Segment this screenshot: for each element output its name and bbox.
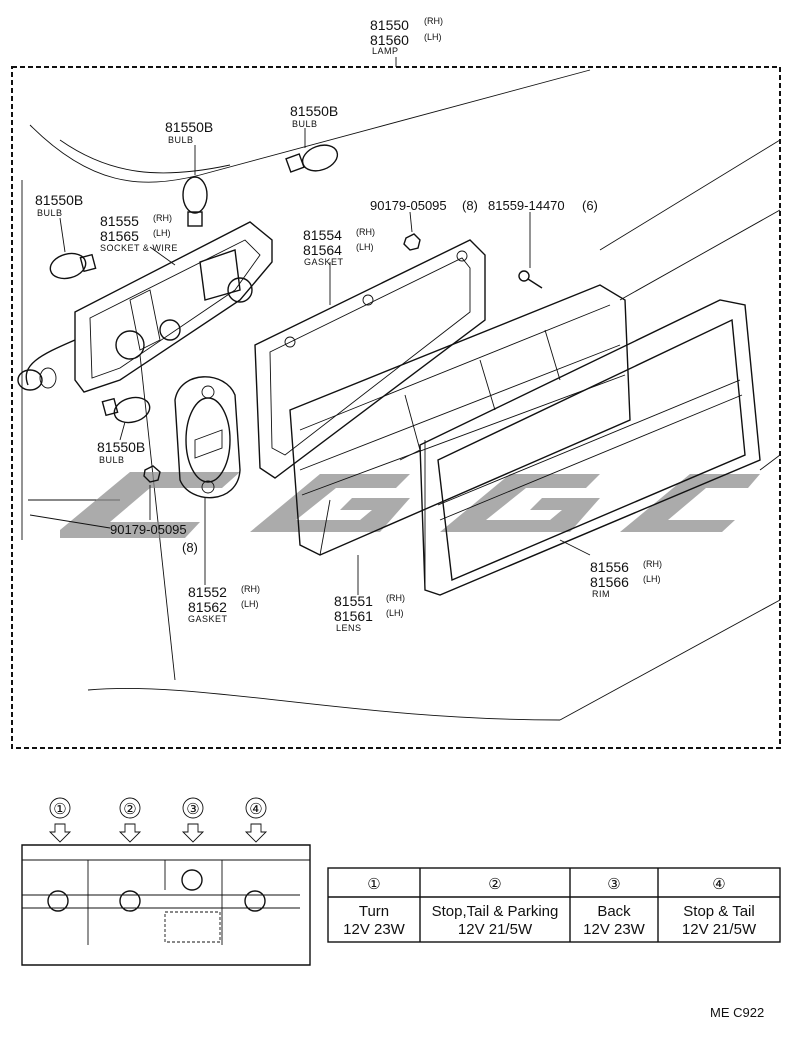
rim-rh-number: 81556 bbox=[590, 559, 629, 575]
lens-rh-suffix: (RH) bbox=[386, 593, 405, 603]
socket-position-4 bbox=[244, 890, 266, 912]
nut-top-shape bbox=[403, 233, 421, 251]
gasket-small-caption: GASKET bbox=[188, 614, 228, 624]
gasket-small-lh-number: 81562 bbox=[188, 599, 227, 615]
gasket-rear-rh-number: 81554 bbox=[303, 227, 342, 243]
socket-and-wire-assembly bbox=[17, 221, 273, 393]
position-marker-1: ① bbox=[48, 797, 72, 843]
bulb-left-caption: BULB bbox=[37, 208, 63, 218]
socket-lh-suffix: (LH) bbox=[153, 228, 171, 238]
leader-lines bbox=[29, 128, 591, 595]
rim-rh-suffix: (RH) bbox=[643, 559, 662, 569]
nut-top-qty: (8) bbox=[462, 198, 478, 213]
rim-caption: RIM bbox=[592, 589, 610, 599]
lens-caption: LENS bbox=[336, 623, 362, 633]
rim-lh-number: 81566 bbox=[590, 574, 629, 590]
table-spec-4: 12V 21/5W bbox=[682, 921, 757, 938]
gasket-rear-rh-suffix: (RH) bbox=[356, 227, 375, 237]
position-marker-2: ② bbox=[118, 797, 142, 843]
socket-rh-number: 81555 bbox=[100, 213, 139, 229]
body-panel-outline bbox=[21, 69, 781, 721]
bulb-lower-number: 81550B bbox=[97, 439, 145, 455]
bulb-left-shape bbox=[49, 252, 97, 280]
lamp-rh-number: 81550 bbox=[370, 17, 409, 33]
gasket-rear-caption: GASKET bbox=[304, 257, 344, 267]
gasket-small-rh-suffix: (RH) bbox=[241, 584, 260, 594]
screw-shape bbox=[518, 270, 543, 289]
lamp-caption: LAMP bbox=[372, 46, 399, 56]
bulb-top-right-number: 81550B bbox=[290, 103, 338, 119]
bulb-position-sketch bbox=[21, 844, 311, 966]
table-function-4: Stop & Tail bbox=[683, 903, 754, 920]
lamp-lh-number: 81560 bbox=[370, 32, 409, 48]
rim-shape bbox=[419, 299, 761, 596]
lamp-lh-suffix: (LH) bbox=[424, 32, 442, 42]
table-header-4: ④ bbox=[712, 876, 725, 893]
lens-shape bbox=[289, 284, 631, 556]
bulb-top-mid-caption: BULB bbox=[168, 135, 194, 145]
position-marker-4: ④ bbox=[244, 797, 268, 843]
svg-text:②: ② bbox=[123, 801, 136, 818]
gasket-rear-lh-number: 81564 bbox=[303, 242, 342, 258]
table-function-2: Stop,Tail & Parking bbox=[432, 903, 559, 920]
socket-position-3 bbox=[181, 869, 203, 891]
lens-rh-number: 81551 bbox=[334, 593, 373, 609]
bulb-top-right-shape bbox=[285, 144, 339, 173]
socket-position-1 bbox=[47, 890, 69, 912]
table-spec-3: 12V 23W bbox=[583, 921, 646, 938]
svg-text:④: ④ bbox=[249, 801, 262, 818]
page-code: ME C922 bbox=[710, 1005, 764, 1020]
bulb-spec-table: ① ② ③ ④ Turn Stop,Tail & Parking Back St… bbox=[327, 867, 781, 943]
gasket-small-lh-suffix: (LH) bbox=[241, 599, 259, 609]
bulb-top-mid-number: 81550B bbox=[165, 119, 213, 135]
nut-lower-shape bbox=[143, 465, 161, 483]
table-function-1: Turn bbox=[359, 903, 389, 920]
lens-lh-suffix: (LH) bbox=[386, 608, 404, 618]
rim-lh-suffix: (LH) bbox=[643, 574, 661, 584]
lens-lh-number: 81561 bbox=[334, 608, 373, 624]
rear-gasket-shape bbox=[254, 239, 486, 479]
table-spec-1: 12V 23W bbox=[343, 921, 406, 938]
bulb-top-mid-shape bbox=[182, 176, 208, 227]
bulb-lower-caption: BULB bbox=[99, 455, 125, 465]
socket-lh-number: 81565 bbox=[100, 228, 139, 244]
screw-qty: (6) bbox=[582, 198, 598, 213]
lamp-rh-suffix: (RH) bbox=[424, 16, 443, 26]
bulb-top-right-caption: BULB bbox=[292, 119, 318, 129]
table-function-3: Back bbox=[597, 903, 631, 920]
socket-rh-suffix: (RH) bbox=[153, 213, 172, 223]
lamp-assembly-boundary bbox=[11, 66, 781, 749]
table-header-2: ② bbox=[488, 876, 501, 893]
svg-text:③: ③ bbox=[186, 801, 199, 818]
socket-position-2 bbox=[119, 890, 141, 912]
gasket-rear-lh-suffix: (LH) bbox=[356, 242, 374, 252]
nut-top-number: 90179-05095 bbox=[370, 198, 447, 213]
nut-lower-number: 90179-05095 bbox=[110, 522, 187, 537]
nut-lower-qty: (8) bbox=[182, 540, 198, 555]
watermark-logo bbox=[60, 472, 760, 538]
screw-number: 81559-14470 bbox=[488, 198, 565, 213]
socket-caption: SOCKET & WIRE bbox=[100, 243, 178, 253]
bulb-left-number: 81550B bbox=[35, 192, 83, 208]
table-header-3: ③ bbox=[607, 876, 620, 893]
bulb-lower-shape bbox=[101, 396, 151, 424]
table-header-1: ① bbox=[367, 876, 380, 893]
small-gasket-shape bbox=[174, 376, 241, 499]
table-spec-2: 12V 21/5W bbox=[458, 921, 533, 938]
gasket-small-rh-number: 81552 bbox=[188, 584, 227, 600]
svg-text:①: ① bbox=[53, 801, 66, 818]
position-marker-3: ③ bbox=[181, 797, 205, 843]
